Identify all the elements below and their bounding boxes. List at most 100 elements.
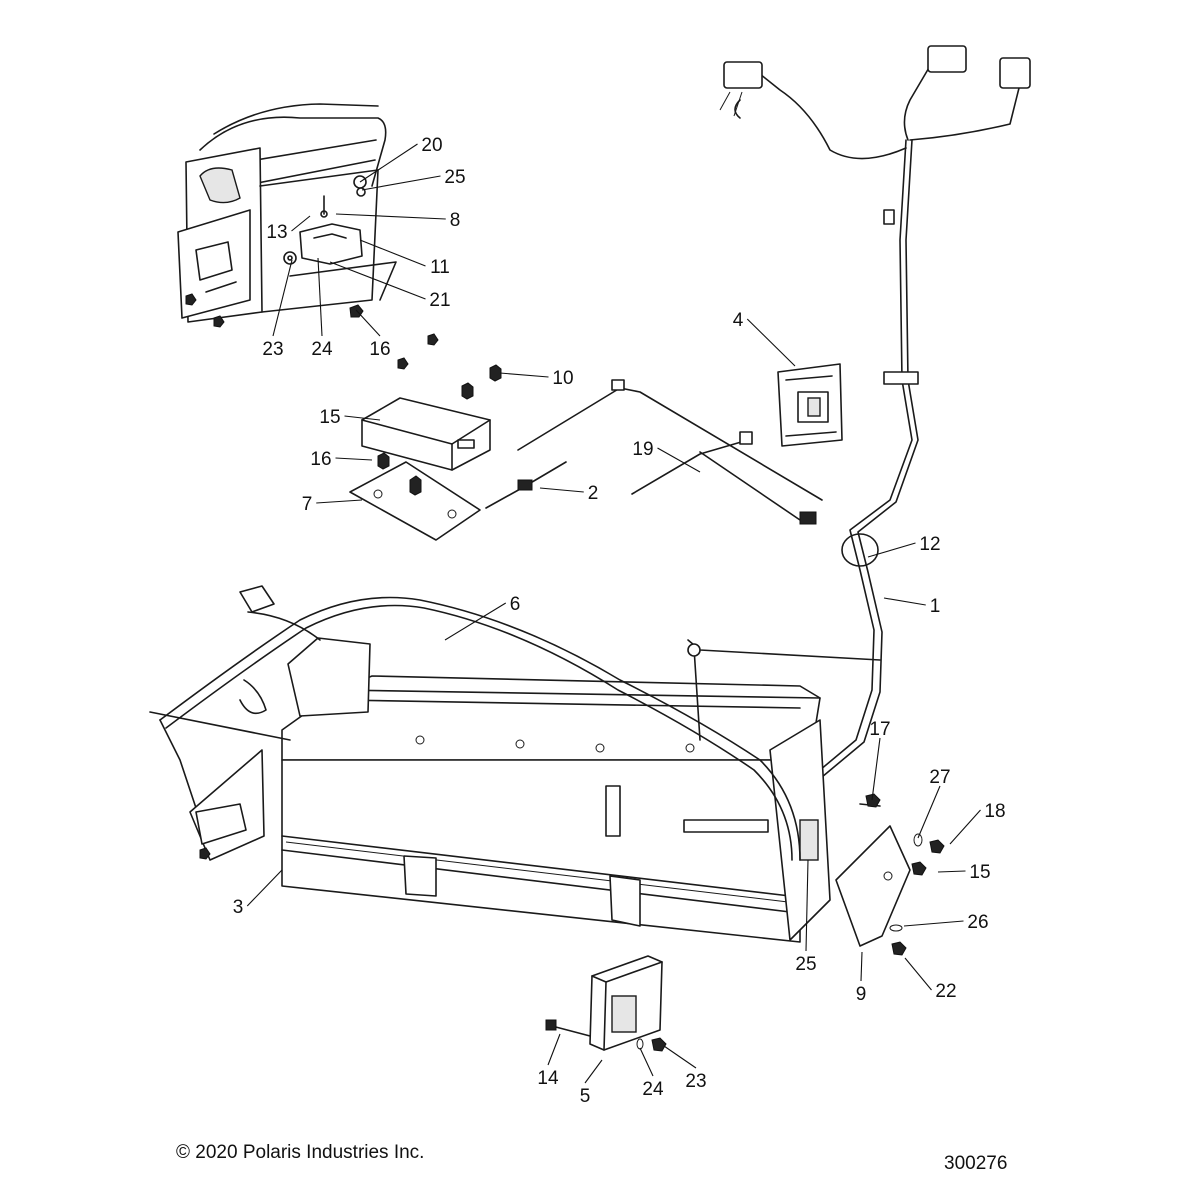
leader-line [335, 457, 373, 461]
callout-1: 1 [883, 596, 941, 617]
callout-16: 16 [310, 449, 373, 470]
callout-number: 15 [969, 862, 990, 883]
callout-5: 5 [580, 1059, 603, 1107]
leader-line [359, 143, 418, 183]
leader-line [805, 859, 809, 952]
callout-16: 16 [355, 309, 391, 360]
leader-line [539, 487, 584, 493]
callout-27: 27 [917, 767, 951, 839]
figure-number: 300276 [944, 1153, 1008, 1174]
leader-line [746, 318, 796, 367]
copyright-notice: © 2020 Polaris Industries Inc. [176, 1142, 425, 1163]
right-bracket [835, 793, 945, 956]
leader-line [917, 785, 941, 839]
callout-14: 14 [537, 1033, 561, 1089]
callout-19: 19 [632, 439, 701, 473]
leader-line [344, 415, 381, 421]
callout-number: 4 [733, 310, 744, 331]
callout-number: 24 [642, 1079, 664, 1100]
callout-number: 25 [795, 954, 816, 975]
callout-23: 23 [262, 259, 293, 360]
callout-number: 27 [929, 767, 950, 788]
callout-15: 15 [319, 407, 381, 428]
leader-line [639, 1047, 654, 1077]
leader-line [903, 920, 964, 927]
leader-line [584, 1059, 603, 1084]
small-cables [485, 379, 823, 525]
leader-line [246, 869, 283, 907]
callout-23: 23 [663, 1045, 707, 1092]
callout-7: 7 [302, 494, 363, 515]
leader-line [883, 597, 926, 606]
callout-22: 22 [904, 957, 957, 1002]
leader-line [361, 175, 441, 191]
callout-25: 25 [361, 167, 466, 191]
leader-line [272, 259, 293, 337]
callout-24: 24 [639, 1047, 664, 1100]
callout-18: 18 [949, 801, 1006, 845]
callout-number: 24 [311, 339, 333, 360]
callout-17: 17 [869, 719, 891, 801]
leader-line [355, 309, 381, 337]
module-and-mounting-plate [349, 364, 502, 541]
callout-number: 20 [421, 135, 442, 156]
callout-number: 18 [984, 801, 1005, 822]
leader-line [359, 239, 426, 267]
leader-line [937, 870, 966, 873]
callout-number: 5 [580, 1086, 591, 1107]
detail-inset-bracket-assembly [177, 103, 439, 370]
leader-line [547, 1033, 561, 1066]
callout-number: 8 [450, 210, 461, 231]
leader-line [291, 215, 311, 232]
callout-4: 4 [733, 310, 796, 367]
leader-line [444, 602, 507, 641]
callout-2: 2 [539, 483, 599, 504]
leader-line [867, 542, 916, 558]
leader-line [335, 213, 446, 220]
callout-number: 14 [537, 1068, 559, 1089]
callout-number: 9 [856, 984, 867, 1005]
leader-line [949, 809, 981, 845]
leader-line [657, 447, 701, 473]
callout-number: 23 [685, 1071, 706, 1092]
callout-number: 19 [632, 439, 653, 460]
callout-20: 20 [359, 135, 443, 183]
callout-number: 26 [967, 912, 988, 933]
callout-number: 2 [588, 483, 599, 504]
callout-6: 6 [444, 594, 520, 641]
leader-line [316, 499, 363, 504]
callout-10: 10 [499, 368, 574, 389]
leader-line [663, 1045, 697, 1069]
leader-line [904, 957, 932, 991]
left-bracket [189, 749, 265, 861]
callout-number: 22 [935, 981, 956, 1002]
callout-11: 11 [359, 239, 450, 278]
wiring-harness [719, 45, 1031, 783]
callout-number: 13 [266, 222, 287, 243]
callout-25: 25 [795, 859, 817, 975]
callout-number: 10 [552, 368, 573, 389]
callout-12: 12 [867, 534, 941, 558]
callout-number: 21 [429, 290, 450, 311]
callout-21: 21 [329, 261, 451, 311]
leader-line [871, 737, 881, 801]
battery-box [281, 637, 881, 943]
callout-number: 11 [430, 257, 450, 278]
callout-24: 24 [311, 257, 333, 360]
callout-15: 15 [937, 862, 991, 883]
leader-line [317, 257, 323, 337]
callout-number: 1 [930, 596, 941, 617]
leader-line [329, 261, 426, 300]
callout-number: 17 [869, 719, 890, 740]
leader-line [499, 372, 549, 378]
callout-8: 8 [335, 210, 461, 231]
control-module [545, 955, 667, 1052]
callout-9: 9 [856, 951, 867, 1005]
callout-number: 16 [369, 339, 390, 360]
battery-cable [149, 585, 801, 861]
leader-line [860, 951, 863, 982]
connector-bracket [777, 363, 843, 447]
callout-number: 23 [262, 339, 283, 360]
